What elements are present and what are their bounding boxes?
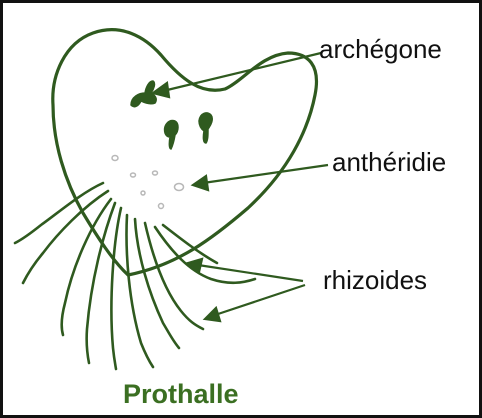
- rhizoid: [135, 219, 179, 348]
- archegonia: [131, 81, 212, 149]
- arrow-archegone: [163, 53, 321, 91]
- rhizoid: [163, 225, 217, 263]
- rhizoids: [15, 183, 255, 369]
- arrowhead-rhizoides-2: [205, 308, 220, 321]
- rhizoid: [145, 223, 203, 329]
- archegonium-3: [199, 113, 212, 143]
- antheridium: [141, 191, 145, 195]
- arrows: [153, 53, 328, 321]
- arrowhead-archegone: [153, 83, 169, 97]
- arrow-rhizoides-2: [215, 285, 305, 315]
- prothalle-drawing: [3, 3, 482, 418]
- diagram-title: Prothalle: [123, 381, 239, 408]
- antheridium: [112, 156, 118, 161]
- antheridium: [159, 204, 164, 209]
- label-rhizoides: rhizoides: [323, 267, 427, 293]
- label-antheridie: anthéridie: [332, 149, 446, 175]
- antheridium: [131, 173, 136, 177]
- arrowhead-antheridie: [193, 176, 208, 190]
- archegonium-2: [165, 121, 178, 149]
- antheridium: [175, 184, 184, 191]
- thallus-outline: [53, 30, 317, 275]
- antheridium: [153, 171, 158, 175]
- label-archegone: archégone: [319, 36, 442, 62]
- rhizoid: [111, 208, 121, 369]
- arrow-antheridie: [203, 165, 328, 183]
- antheridia: [112, 156, 184, 209]
- arrowhead-rhizoides-1: [188, 259, 202, 272]
